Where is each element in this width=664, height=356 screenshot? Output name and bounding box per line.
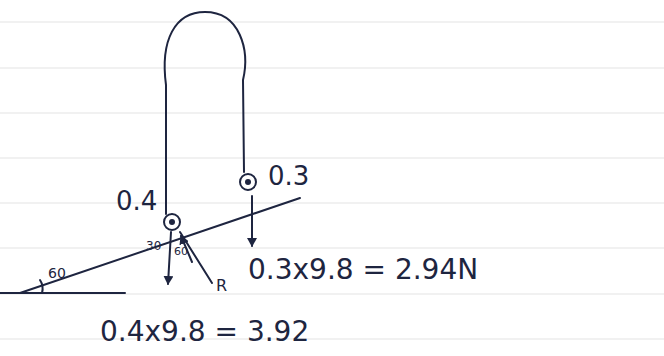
- mass-label: 0.3: [268, 163, 309, 189]
- force-label: R: [216, 278, 227, 294]
- angle-label: 60: [174, 246, 188, 257]
- force-value: 0.4x9.8 = 3.92: [100, 318, 309, 346]
- angle-label: 30: [146, 240, 161, 252]
- angle-label: 60: [48, 266, 66, 280]
- mass-label: 0.4: [116, 188, 157, 214]
- force-value: 0.3x9.8 = 2.94N: [248, 256, 478, 284]
